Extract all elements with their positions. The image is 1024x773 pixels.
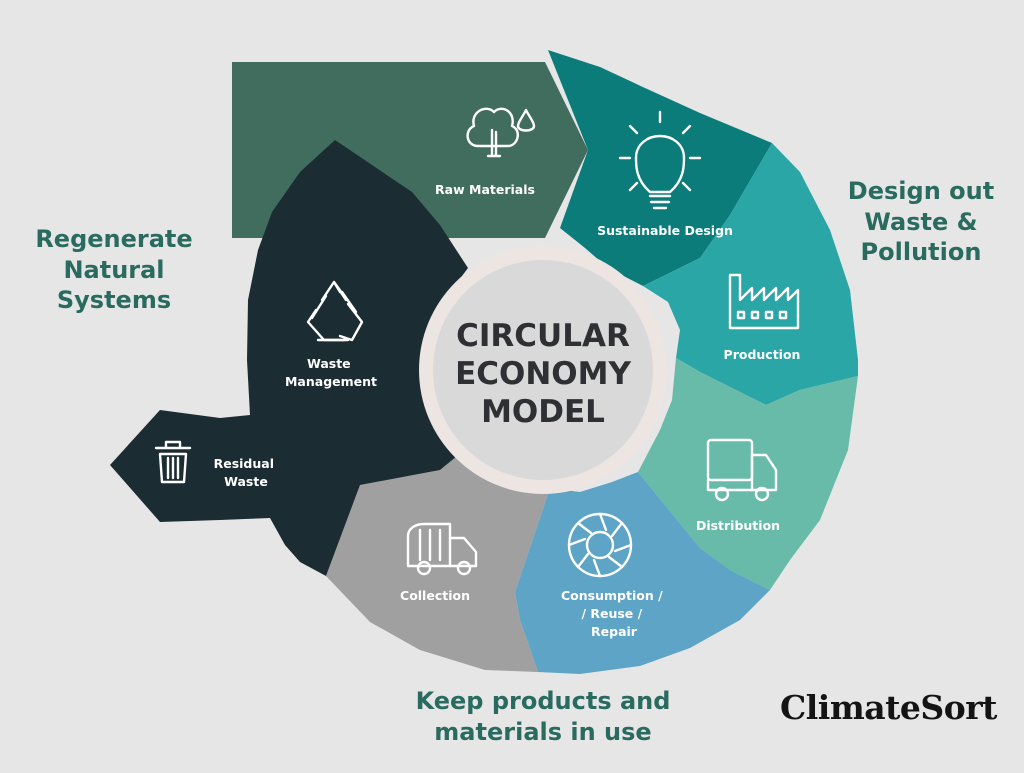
distribution-segment	[638, 358, 858, 590]
raw-materials-label: Raw Materials	[435, 182, 535, 197]
lightbulb-icon	[618, 110, 702, 210]
waste-management-segment	[110, 140, 468, 576]
note-line: Design out	[847, 177, 995, 205]
note-line: Natural	[63, 255, 165, 284]
sustainable-design-label: Sustainable Design	[597, 223, 733, 238]
note-line: Regenerate	[35, 225, 193, 253]
truck-icon	[706, 438, 778, 502]
note-line: materials in use	[434, 717, 652, 746]
sustainable-design-segment	[548, 50, 772, 286]
note-line: Pollution	[860, 238, 982, 267]
recycle-icon	[306, 280, 364, 342]
design-out-waste-note: Design out Waste & Pollution	[826, 176, 1016, 268]
title-line-1: CIRCULAR	[456, 318, 630, 354]
regenerate-natural-systems-note: Regenerate Natural Systems	[14, 224, 214, 316]
production-label: Production	[724, 347, 801, 362]
title-line-3: MODEL	[481, 394, 605, 430]
production-segment	[643, 143, 858, 405]
center-disc	[433, 260, 653, 480]
trash-bin-icon	[154, 440, 192, 484]
collection-label: Collection	[400, 588, 470, 603]
consumption-label: Consumption / / Reuse / Repair	[561, 588, 667, 639]
collection-segment	[326, 452, 550, 672]
cycle-ring-icon	[567, 512, 633, 578]
brand-logo: ClimateSort	[780, 688, 997, 727]
garbage-truck-icon	[406, 522, 478, 576]
title-line-2: ECONOMY	[455, 356, 631, 392]
distribution-label: Distribution	[696, 518, 780, 533]
note-line: Waste &	[864, 207, 978, 236]
waste-management-label: Waste Management	[285, 356, 377, 389]
note-line: Systems	[56, 286, 172, 315]
factory-icon	[728, 273, 800, 330]
tree-water-icon	[466, 107, 536, 158]
keep-products-in-use-note: Keep products and materials in use	[398, 686, 688, 747]
note-line: Keep products and	[415, 687, 671, 715]
residual-waste-label: Residual Waste	[214, 456, 279, 489]
